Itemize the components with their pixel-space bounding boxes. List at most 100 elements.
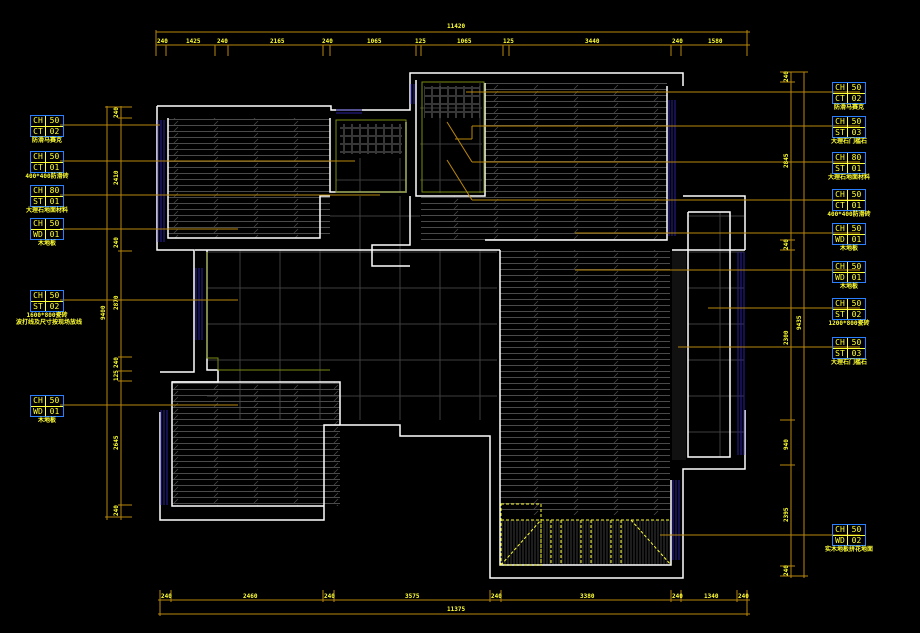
tag-material-number: 01 bbox=[49, 197, 60, 206]
left-dim-5: 240 bbox=[113, 357, 120, 368]
tag-description: 木地板 bbox=[839, 283, 858, 290]
tag-height-code: CH bbox=[33, 396, 43, 405]
material-tag-right-5[interactable]: CH 50 WD 01 木地板 bbox=[832, 223, 866, 252]
tag-height-code: CH bbox=[835, 190, 845, 199]
bottom-dim-8: 1340 bbox=[704, 593, 719, 600]
left-dim-4: 2870 bbox=[113, 295, 120, 310]
material-tag-left-6[interactable]: CH 50 WD 01 木地板 bbox=[30, 395, 64, 424]
right-dim-1: 240 bbox=[783, 71, 790, 82]
right-dim-5: 940 bbox=[783, 439, 790, 450]
tag-material-number: 01 bbox=[49, 163, 60, 172]
tag-material-code: CT bbox=[835, 94, 845, 103]
top-dim-9: 125 bbox=[503, 38, 514, 45]
material-tag-right-6[interactable]: CH 50 WD 01 木地板 bbox=[832, 261, 866, 290]
material-tag-left-4[interactable]: CH 50 WD 01 木地板 bbox=[30, 218, 64, 247]
material-tag-right-3[interactable]: CH 80 ST 01 大理石地面材料 bbox=[828, 152, 870, 181]
tag-material-number: 01 bbox=[851, 164, 862, 173]
tag-material-code: WD bbox=[33, 407, 43, 416]
windows bbox=[157, 84, 745, 560]
tag-material-number: 01 bbox=[851, 201, 862, 210]
bottom-dim-2: 2460 bbox=[243, 593, 258, 600]
tag-height-value: 80 bbox=[49, 186, 60, 195]
tag-height-code: CH bbox=[835, 262, 845, 271]
tag-material-code: CT bbox=[33, 127, 43, 136]
tag-material-number: 01 bbox=[49, 230, 60, 239]
tag-height-value: 50 bbox=[851, 525, 862, 534]
tag-height-value: 80 bbox=[851, 153, 862, 162]
bottom-dim-4: 3575 bbox=[405, 593, 420, 600]
top-dimension-chain bbox=[155, 30, 750, 56]
tag-material-code: ST bbox=[835, 310, 845, 319]
top-dim-6: 1065 bbox=[367, 38, 382, 45]
tag-material-code: CT bbox=[33, 163, 43, 172]
tag-description: 防滑马赛克 bbox=[833, 104, 864, 111]
material-tag-left-5[interactable]: CH 50 ST 02 1600*800瓷砖 波打线及尺寸按现场放线 bbox=[16, 290, 82, 326]
tag-height-code: CH bbox=[33, 116, 43, 125]
tag-description: 400*400防滑砖 bbox=[827, 211, 871, 218]
tag-height-code: CH bbox=[33, 152, 43, 161]
tag-height-code: CH bbox=[835, 117, 845, 126]
tag-material-number: 02 bbox=[49, 302, 60, 311]
material-tag-right-9[interactable]: CH 50 WD 02 实木地板拼花地面 bbox=[825, 524, 873, 553]
material-tag-right-4[interactable]: CH 50 CT 01 400*400防滑砖 bbox=[827, 189, 871, 218]
tag-description: 实木地板拼花地面 bbox=[824, 546, 873, 553]
tag-material-code: ST bbox=[835, 128, 845, 137]
tag-description: 大理石门槛石 bbox=[830, 359, 867, 366]
tag-material-code: WD bbox=[835, 235, 845, 244]
left-dim-8: 240 bbox=[113, 505, 120, 516]
left-dimension-chain bbox=[105, 106, 132, 520]
left-dim-6: 125 bbox=[113, 370, 120, 381]
bottom-dim-1: 240 bbox=[161, 593, 172, 600]
tag-material-code: ST bbox=[835, 349, 845, 358]
tag-material-number: 02 bbox=[851, 310, 862, 319]
bottom-dimension-chain bbox=[158, 590, 750, 616]
tag-height-value: 50 bbox=[49, 291, 60, 300]
tag-description: 大理石门槛石 bbox=[830, 138, 867, 145]
material-tag-right-7[interactable]: CH 50 ST 02 1200*800瓷砖 bbox=[829, 298, 869, 327]
tag-material-code: WD bbox=[835, 273, 845, 282]
top-dim-2: 1425 bbox=[186, 38, 201, 45]
tag-material-number: 02 bbox=[851, 536, 862, 545]
tag-description: 1600*800瓷砖 bbox=[26, 312, 68, 319]
tag-material-number: 01 bbox=[851, 235, 862, 244]
top-overall-dimension: 11420 bbox=[447, 23, 466, 30]
bottom-dim-7: 240 bbox=[672, 593, 683, 600]
tag-height-code: CH bbox=[33, 219, 43, 228]
tag-height-code: CH bbox=[835, 224, 845, 233]
material-tag-right-1[interactable]: CH 50 CT 02 防滑马赛克 bbox=[832, 82, 866, 111]
material-tag-left-3[interactable]: CH 80 ST 01 大理石地面材料 bbox=[26, 185, 68, 214]
tag-description-line2: 波打线及尺寸按现场放线 bbox=[16, 319, 83, 326]
tag-height-code: CH bbox=[835, 525, 845, 534]
right-dim-6: 2395 bbox=[783, 507, 790, 522]
tag-material-code: WD bbox=[33, 230, 43, 239]
tag-description: 木地板 bbox=[37, 417, 56, 424]
bottom-overall-dimension: 11375 bbox=[447, 606, 466, 613]
material-tag-right-8[interactable]: CH 50 ST 03 大理石门槛石 bbox=[831, 337, 867, 366]
top-dim-1: 240 bbox=[157, 38, 168, 45]
bottom-dim-9: 240 bbox=[738, 593, 749, 600]
left-dim-7: 2645 bbox=[113, 435, 120, 450]
tag-height-code: CH bbox=[835, 299, 845, 308]
tag-material-code: WD bbox=[835, 536, 845, 545]
bottom-dim-3: 240 bbox=[324, 593, 335, 600]
tag-description: 木地板 bbox=[37, 240, 56, 247]
material-tag-left-2[interactable]: CH 50 CT 01 400*400防滑砖 bbox=[25, 151, 69, 180]
tag-material-code: CT bbox=[835, 201, 845, 210]
tag-description: 400*400防滑砖 bbox=[25, 173, 69, 180]
tag-height-code: CH bbox=[33, 186, 43, 195]
bottom-dim-5: 240 bbox=[491, 593, 502, 600]
right-dim-2: 2845 bbox=[783, 153, 790, 168]
left-dim-2: 2410 bbox=[113, 170, 120, 185]
right-dim-7: 240 bbox=[783, 565, 790, 576]
tag-height-value: 50 bbox=[851, 117, 862, 126]
material-tag-left-1[interactable]: CH 50 CT 02 防滑马赛克 bbox=[30, 115, 64, 144]
tag-height-code: CH bbox=[835, 153, 845, 162]
top-dim-12: 1580 bbox=[708, 38, 723, 45]
top-dim-4: 2165 bbox=[270, 38, 285, 45]
top-dim-7: 125 bbox=[415, 38, 426, 45]
tag-height-value: 50 bbox=[851, 338, 862, 347]
left-dim-3: 240 bbox=[113, 237, 120, 248]
leader-lines bbox=[60, 91, 860, 536]
material-tag-right-2[interactable]: CH 50 ST 03 大理石门槛石 bbox=[831, 116, 867, 145]
